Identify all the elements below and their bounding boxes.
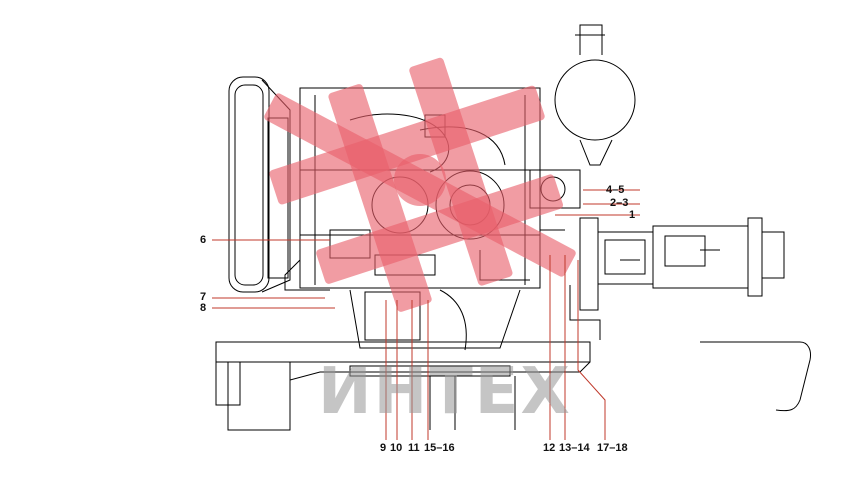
callout-1: 1: [629, 209, 636, 221]
callout-9: 9: [380, 442, 387, 454]
callout-8: 8: [200, 302, 207, 314]
callout-11: 11: [408, 442, 420, 454]
callout-15-16: 15–16: [424, 442, 455, 454]
callout-17-18: 17–18: [597, 442, 628, 454]
oil-sump: [349, 289, 521, 351]
hydraulic-pump: [579, 217, 785, 311]
watermark-logo: [264, 57, 576, 312]
callout-6: 6: [200, 234, 207, 246]
callout-7: 7: [200, 291, 207, 303]
hydraulic-hose: [700, 341, 811, 412]
air-cleaner: [554, 24, 636, 166]
mount-bracket: [569, 285, 601, 340]
leader-lines: [212, 189, 640, 440]
callout-4-5: 4–5: [606, 184, 625, 196]
callout-12: 12: [543, 442, 556, 454]
callout-13-14: 13–14: [559, 442, 590, 454]
watermark-text: ИНТЕХ: [318, 355, 572, 429]
callout-10: 10: [390, 442, 403, 454]
callout-2-3: 2–3: [610, 197, 629, 209]
